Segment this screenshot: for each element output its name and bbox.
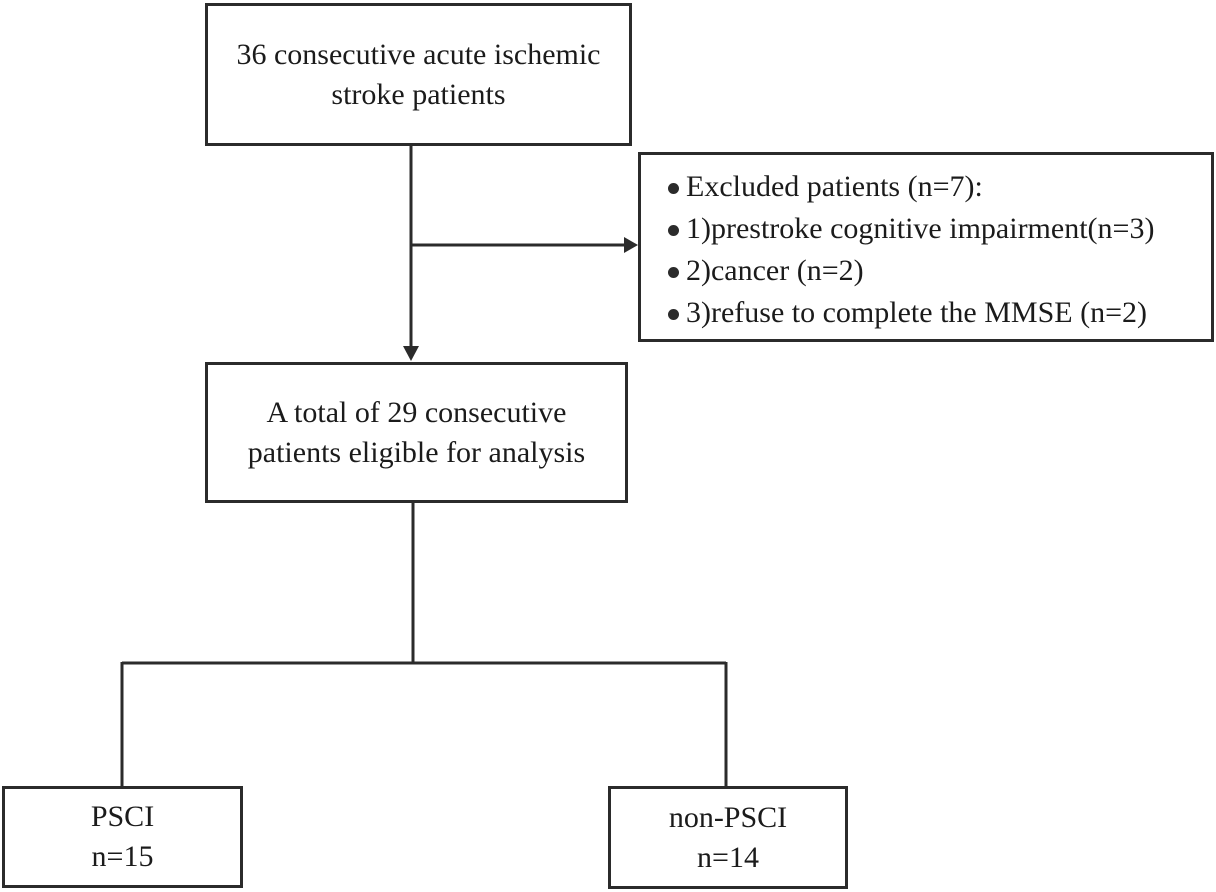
box-psci-group: PSCI n=15 — [2, 786, 243, 888]
non-psci-group-count: n=14 — [697, 840, 759, 874]
arrow-down-icon — [403, 346, 419, 361]
eligible-patients-line2: patients eligible for analysis — [247, 435, 586, 469]
bullet-icon — [668, 309, 679, 320]
non-psci-group-label: non-PSCI — [668, 800, 788, 834]
box-initial-patients: 36 consecutive acute ischemic stroke pat… — [205, 3, 632, 146]
box-eligible-patients: A total of 29 consecutive patients eligi… — [205, 362, 628, 503]
excluded-item-text: 3)refuse to complete the MMSE (n=2) — [686, 296, 1147, 329]
psci-group-label: PSCI — [90, 800, 155, 833]
initial-patients-line2: stroke patients — [331, 77, 506, 111]
box-non-psci-group: non-PSCI n=14 — [608, 786, 848, 889]
excluded-list-item: 1)prestroke cognitive impairment(n=3) — [668, 208, 1154, 250]
initial-patients-line1: 36 consecutive acute ischemic — [236, 37, 601, 71]
psci-group-count: n=15 — [91, 840, 154, 873]
bullet-icon — [668, 183, 679, 194]
excluded-list-item: 2)cancer (n=2) — [668, 250, 1154, 292]
excluded-list-item: 3)refuse to complete the MMSE (n=2) — [668, 292, 1154, 334]
excluded-patients-list: Excluded patients (n=7): 1)prestroke cog… — [668, 166, 1154, 334]
arrow-right-icon — [624, 237, 638, 253]
eligible-patients-line1: A total of 29 consecutive — [266, 395, 567, 429]
excluded-list-item: Excluded patients (n=7): — [668, 166, 1154, 208]
bullet-icon — [668, 225, 679, 236]
box-excluded-patients: Excluded patients (n=7): 1)prestroke cog… — [638, 152, 1214, 342]
excluded-item-text: Excluded patients (n=7): — [686, 170, 983, 203]
excluded-item-text: 2)cancer (n=2) — [686, 254, 864, 287]
bullet-icon — [668, 267, 679, 278]
excluded-item-text: 1)prestroke cognitive impairment(n=3) — [686, 212, 1155, 245]
